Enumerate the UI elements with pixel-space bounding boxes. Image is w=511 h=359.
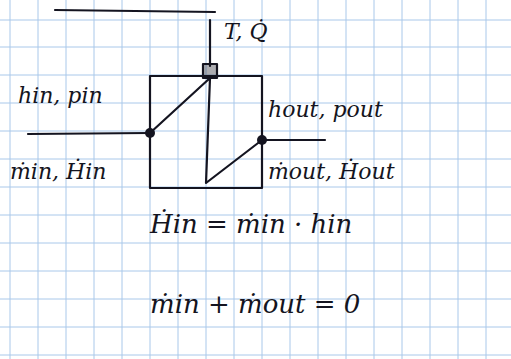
- state-points: [145, 128, 267, 145]
- inlet-flow: ṁin, Ḣin: [10, 160, 106, 184]
- inlet-state: hin, pin: [18, 84, 103, 108]
- outlet-flow: ṁout, Ḣout: [268, 160, 395, 184]
- mass-balance-equation: ṁin + ṁout = 0: [150, 290, 360, 319]
- enthalpy-equation: Ḣin = ṁin · hin: [150, 210, 352, 239]
- heat-input: T, Q̇: [224, 20, 267, 44]
- outlet-state: hout, pout: [268, 98, 383, 122]
